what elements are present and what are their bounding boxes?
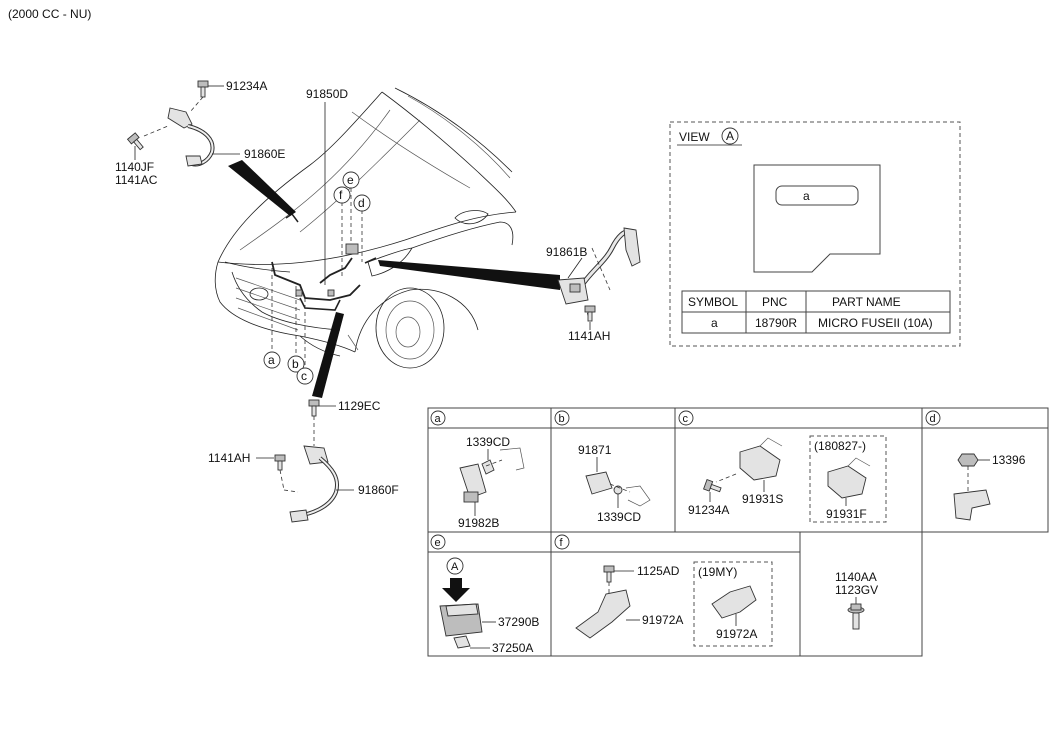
marker-a <box>263 351 281 369</box>
table-header-symbol: SYMBOL <box>688 295 738 309</box>
variant-box-f <box>693 561 773 647</box>
variant-part-91972A: 91972A <box>716 627 757 641</box>
fuse-slot-label: a <box>803 189 810 203</box>
table-header-pnc: PNC <box>762 295 788 309</box>
view-circle-a: A <box>726 129 734 143</box>
cell-letter-e: e <box>435 537 441 549</box>
variant-part-91931F: 91931F <box>826 507 867 521</box>
car-illustration <box>214 87 517 369</box>
variant-note-c: (180827-) <box>814 439 866 453</box>
table-cell-symbol: a <box>711 316 718 330</box>
battery-cable-91860E-group: 91234A 91860E 1140JF 1141AC <box>115 79 285 187</box>
cell-a-content: 1339CD 91982B <box>458 435 525 530</box>
callout-91234A-top: 91234A <box>226 79 267 93</box>
engine-spec-label: (2000 CC - NU) <box>8 7 91 21</box>
bolt-icon <box>308 399 320 417</box>
table-header-part-name: PART NAME <box>832 295 901 309</box>
cell-bolt-content: 1140AA 1123GV <box>835 570 878 630</box>
cable-91860F-group: 1129EC 91860F 1141AH <box>208 399 399 523</box>
part-91931S: 91931S <box>742 492 783 506</box>
callout-91860F: 91860F <box>358 483 399 497</box>
svg-text:f: f <box>339 188 343 202</box>
cell-letter-f: f <box>560 537 564 549</box>
harness-letter-markers: a b c f e d <box>263 171 371 385</box>
wedge-to-91860F <box>312 312 344 398</box>
callout-1140JF: 1140JF <box>115 160 154 174</box>
cell-letter-c: c <box>683 413 689 425</box>
svg-text:b: b <box>292 357 299 371</box>
part-1339CD-b: 1339CD <box>597 510 641 524</box>
wedge-to-91860E <box>228 160 296 216</box>
cable-91861B-group: 91861B 1141AH <box>546 227 641 343</box>
cell-e-content: A 37290B 37250A <box>439 557 539 655</box>
flange-bolt-icon <box>847 603 865 630</box>
part-91982B: 91982B <box>458 516 499 530</box>
part-37250A: 37250A <box>492 641 533 655</box>
bolt-icon <box>274 454 286 471</box>
marker-b <box>287 355 305 373</box>
svg-text:a: a <box>268 353 275 367</box>
part-91871: 91871 <box>578 443 612 457</box>
part-37290B: 37290B <box>498 615 539 629</box>
variant-box-c <box>809 435 887 523</box>
cell-b-content: 91871 1339CD <box>578 443 651 524</box>
bolt-icon <box>703 479 722 493</box>
marker-e <box>342 171 360 189</box>
callout-91860E: 91860E <box>244 147 285 161</box>
cell-d-content: 13396 <box>953 453 1026 521</box>
callout-1141AC: 1141AC <box>115 173 158 187</box>
table-cell-part-name: MICRO FUSEII (10A) <box>818 316 933 330</box>
part-91972A-f: 91972A <box>642 613 683 627</box>
bolt-icon <box>603 565 615 583</box>
table-cell-pnc: 18790R <box>755 316 797 330</box>
cell-c-content: 91234A 91931S (180827-) 91931F <box>688 435 887 523</box>
svg-text:c: c <box>301 369 307 383</box>
callout-1141AH-left: 1141AH <box>208 451 250 465</box>
svg-text:e: e <box>347 173 354 187</box>
part-1339CD-a: 1339CD <box>466 435 510 449</box>
part-1125AD: 1125AD <box>637 564 680 578</box>
cell-letter-b: b <box>559 413 565 425</box>
bolt-icon <box>584 305 596 322</box>
detail-grid: a b c d e f 1339CD 91982B 91871 <box>427 407 1049 657</box>
view-a-panel: VIEW A a SYMBOL PNC PART NAME a 18790R M… <box>669 121 961 347</box>
part-1140AA: 1140AA <box>835 570 877 584</box>
callout-1141AH-right: 1141AH <box>568 329 610 343</box>
marker-c <box>296 367 314 385</box>
nut-icon <box>957 453 979 467</box>
arrow-down-icon <box>442 578 470 602</box>
marker-d <box>353 194 371 212</box>
callout-91861B: 91861B <box>546 245 587 259</box>
callout-1129EC: 1129EC <box>338 399 381 413</box>
view-title: VIEW <box>679 130 710 144</box>
variant-note-f: (19MY) <box>698 565 737 579</box>
part-1123GV: 1123GV <box>835 583 878 597</box>
bolt-icon <box>197 80 209 98</box>
arrow-circle-a: A <box>451 561 459 573</box>
bolt-icon <box>126 132 144 151</box>
svg-text:d: d <box>358 196 365 210</box>
marker-f <box>333 186 351 204</box>
part-91234A-c: 91234A <box>688 503 729 517</box>
wedge-to-91861B <box>378 260 560 290</box>
cell-letter-a: a <box>435 413 442 425</box>
callout-91850D: 91850D <box>306 87 348 101</box>
part-13396: 13396 <box>992 453 1026 467</box>
cell-f-content: 1125AD 91972A (19MY) 91972A <box>575 561 773 647</box>
cell-letter-d: d <box>930 413 936 425</box>
